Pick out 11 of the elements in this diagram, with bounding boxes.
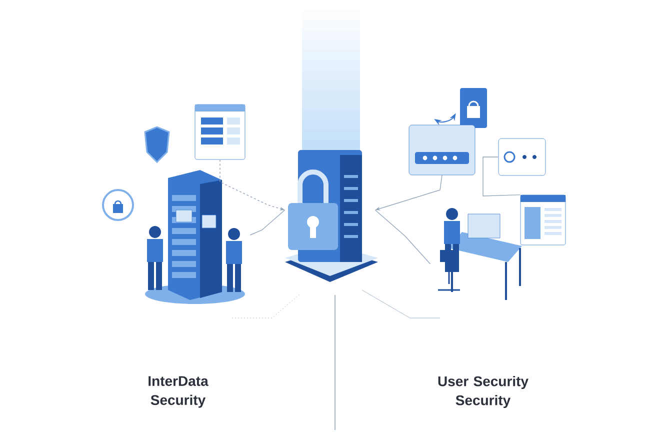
person-at-desk-drawing xyxy=(437,208,522,301)
server-rack-drawing xyxy=(145,170,245,304)
connector-line xyxy=(482,156,521,196)
section-label: User Security Security xyxy=(438,376,528,408)
password-dots-drawing xyxy=(498,138,546,176)
section-label: InterData Security xyxy=(148,376,208,408)
connector-line xyxy=(374,210,431,264)
locked-server-drawing xyxy=(285,150,378,282)
connector-line xyxy=(250,210,286,236)
lock-window-drawing xyxy=(520,194,566,246)
database-window-drawing xyxy=(194,104,246,160)
